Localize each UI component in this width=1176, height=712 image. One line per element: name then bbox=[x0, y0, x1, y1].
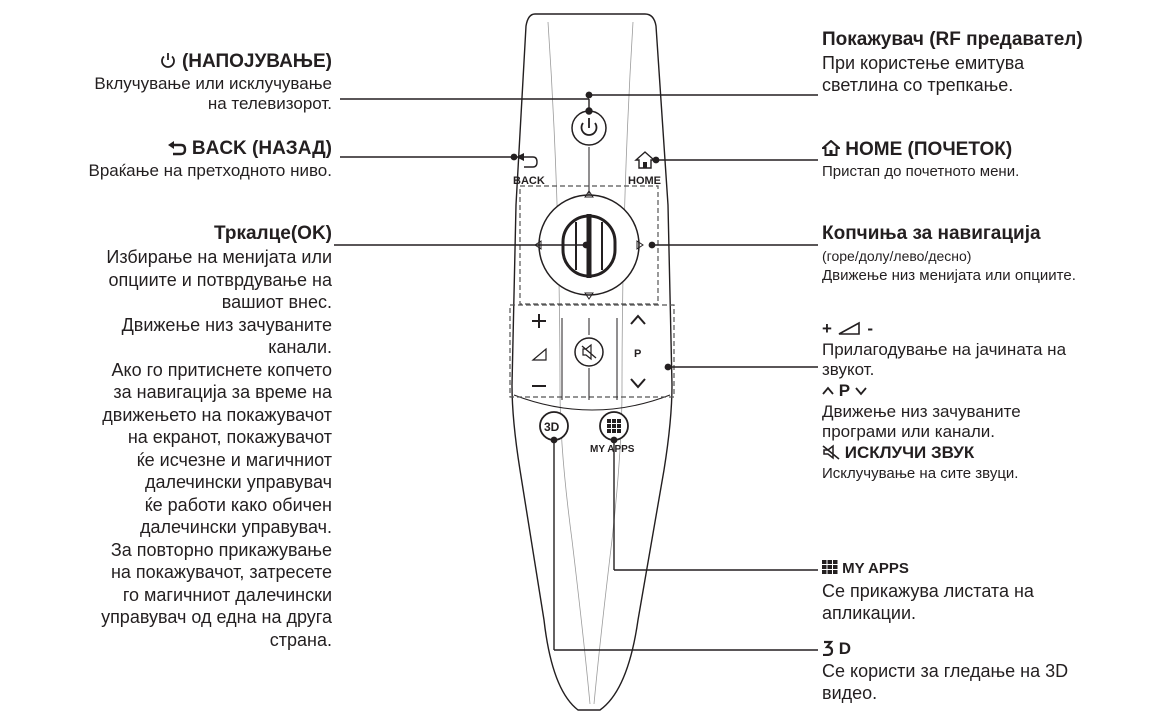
pointer-title: Покажувач (RF предавател) bbox=[822, 29, 1083, 50]
volume-desc-2: звукот. bbox=[822, 360, 875, 379]
wheel-title: Тркалце(OK) bbox=[213, 223, 332, 244]
back-title: BACK (НАЗАД) bbox=[191, 138, 332, 159]
mute-title: ИСКЛУЧИ ЗВУК bbox=[844, 443, 975, 462]
program-rocker bbox=[630, 314, 646, 389]
volume-rocker bbox=[531, 314, 547, 387]
caret-down-icon bbox=[854, 381, 867, 400]
volume-desc-1: Прилагодување на јачината на bbox=[822, 340, 1067, 359]
threed-desc-2: видео. bbox=[822, 683, 878, 703]
threed-desc-1: Се користи за гледање на 3D bbox=[822, 661, 1069, 681]
leader-lines bbox=[334, 94, 818, 651]
svg-text:P: P bbox=[634, 348, 641, 360]
power-desc-1: Вклучување или исклучување bbox=[94, 74, 332, 93]
program-label: P bbox=[822, 380, 1172, 402]
nav-title: Копчиња за навигација bbox=[822, 223, 1041, 244]
myapps-title: MY APPS bbox=[842, 560, 909, 577]
myapps-callout: MY APPS Се прикажува листата на апликаци… bbox=[822, 558, 1172, 624]
power-desc-2: на телевизорот. bbox=[207, 94, 332, 113]
home-callout: HOME (ПОЧЕТОК) Пристап до почетното мени… bbox=[820, 138, 1172, 182]
program-desc-2: програми или канали. bbox=[822, 422, 996, 441]
svg-text:HOME: HOME bbox=[628, 175, 661, 187]
home-title: HOME (ПОЧЕТОК) bbox=[845, 139, 1013, 160]
svg-text:BACK: BACK bbox=[513, 175, 545, 187]
myapps-icon bbox=[607, 419, 621, 433]
back-callout: BACK (НАЗАД) Враќање на претходното ниво… bbox=[0, 137, 333, 181]
power-icon bbox=[159, 51, 182, 72]
power-callout: (НАПОЈУВАЊЕ) Вклучување или исклучување … bbox=[0, 50, 332, 114]
mute-speaker-icon bbox=[822, 443, 845, 462]
home-house-icon bbox=[820, 139, 845, 160]
nav-sub: (горе/долу/лево/десно) bbox=[822, 248, 972, 264]
home-desc: Пристап до почетното мени. bbox=[822, 163, 1020, 180]
pointer-desc-1: При користење емитува bbox=[822, 53, 1025, 73]
wheel-desc: Избирање на менијата или опциите и потвр… bbox=[101, 247, 332, 650]
back-arrow-icon bbox=[167, 138, 192, 159]
threed-icon bbox=[822, 639, 839, 658]
myapps-desc-2: апликации. bbox=[822, 603, 917, 623]
home-icon bbox=[634, 151, 656, 169]
myapps-desc-1: Се прикажува листата на bbox=[822, 581, 1034, 601]
vol-prog-box bbox=[509, 304, 675, 398]
pointer-callout: Покажувач (RF предавател) При користење … bbox=[822, 28, 1172, 96]
back-icon bbox=[516, 153, 538, 168]
mute-desc: Исклучување на сите звуци. bbox=[822, 465, 1019, 482]
wheel-callout: Тркалце(OK) Избирање на менијата или опц… bbox=[0, 222, 332, 651]
nav-desc: Движење низ менијата или опциите. bbox=[822, 267, 1076, 284]
vol-prog-callout: + - Прилагодување на јачината на звукот.… bbox=[822, 318, 1172, 484]
power-title: (НАПОЈУВАЊЕ) bbox=[181, 51, 332, 72]
back-desc: Враќање на претходното ниво. bbox=[88, 161, 333, 180]
volume-label: + - bbox=[822, 319, 874, 338]
caret-up-icon bbox=[822, 381, 839, 400]
mute-icon bbox=[581, 343, 597, 361]
program-desc-1: Движење низ зачуваните bbox=[822, 402, 1021, 421]
threed-title: D bbox=[838, 639, 852, 658]
svg-text:3D: 3D bbox=[544, 420, 560, 434]
grid-icon bbox=[822, 560, 842, 577]
volume-icon bbox=[837, 319, 868, 338]
threed-callout: D Се користи за гледање на 3D видео. bbox=[822, 638, 1172, 704]
svg-text:MY APPS: MY APPS bbox=[590, 444, 635, 455]
pointer-desc-2: светлина со трепкање. bbox=[822, 75, 1014, 95]
nav-callout: Копчиња за навигација (горе/долу/лево/де… bbox=[822, 222, 1172, 286]
